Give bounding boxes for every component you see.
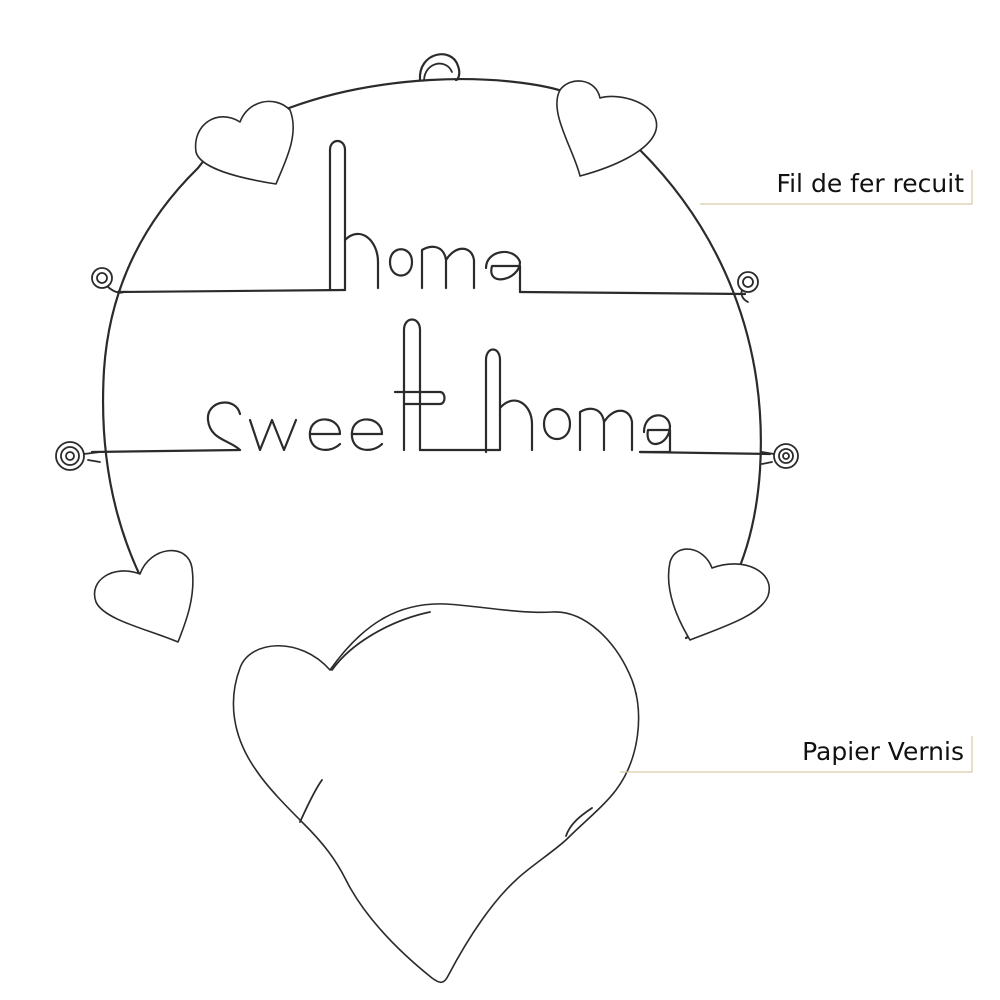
wire-word-home-lower (418, 348, 672, 454)
wire-word-home-upper (328, 139, 522, 294)
leader-line-wire (700, 170, 973, 205)
spiral-hook-right-lower (761, 443, 799, 469)
hanging-loop (418, 53, 461, 82)
large-paper-heart (232, 603, 640, 984)
small-heart-top-right (556, 80, 658, 177)
label-wire: Fil de fer recuit (777, 169, 965, 198)
spiral-hook-left-lower (55, 441, 101, 471)
wire-bar-upper (116, 288, 747, 296)
label-paper: Papier Vernis (802, 737, 964, 766)
small-heart-bottom-left (93, 549, 194, 643)
large-heart-inner-fold (299, 611, 593, 837)
wire-word-sweet (206, 318, 446, 452)
spiral-hook-right-upper (737, 271, 759, 303)
wire-ring (101, 77, 762, 642)
small-heart-top-left (194, 100, 294, 185)
spiral-hook-left-upper (91, 267, 125, 294)
leader-line-paper (620, 736, 973, 773)
small-heart-bottom-right (667, 548, 771, 641)
